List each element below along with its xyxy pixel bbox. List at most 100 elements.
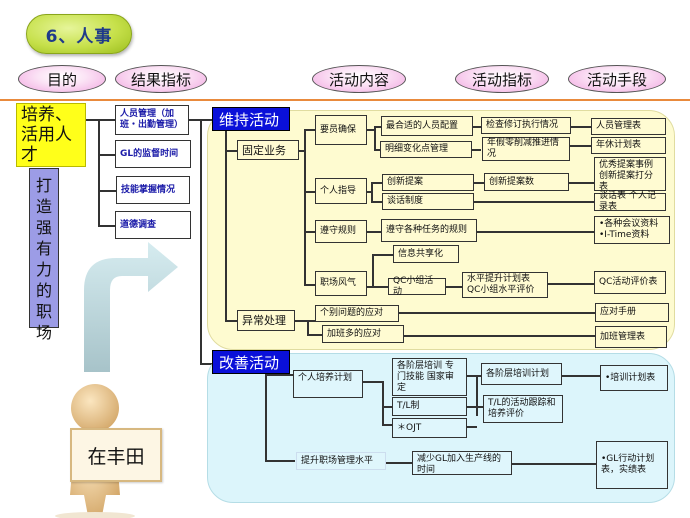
connector <box>477 231 594 233</box>
sign-board: 在丰田 <box>70 428 162 482</box>
staffing: 要员确保 <box>315 115 367 145</box>
personal-development-plan: 个人培养计划 <box>293 370 363 398</box>
connector <box>363 381 383 383</box>
follow-rules: 遵守规则 <box>315 220 367 243</box>
activity-means: 加班管理表 <box>595 326 667 348</box>
header-activity-indicators: 活动指标 <box>455 65 549 93</box>
purpose-main: 培养、活用人才 <box>16 103 86 167</box>
connector <box>367 231 381 233</box>
fixed-work: 固定业务 <box>237 140 299 160</box>
connector <box>372 286 388 288</box>
connector <box>307 334 322 336</box>
activity-content: ＊OJT <box>392 418 467 438</box>
activity-content: 加班多的应对 <box>322 325 404 343</box>
header-purpose: 目的 <box>18 65 106 93</box>
activity-means: •培训计划表 <box>600 365 668 391</box>
header-activity-means: 活动手段 <box>568 65 666 93</box>
connector <box>265 460 295 462</box>
connector <box>399 312 595 314</box>
activity-means: 人员管理表 <box>591 118 666 135</box>
connector <box>476 375 478 416</box>
activity-content: 遵守各种任务的规则 <box>381 219 477 242</box>
connector <box>367 191 372 193</box>
connector <box>474 201 594 203</box>
connector <box>200 363 212 365</box>
connector <box>473 126 481 128</box>
connector <box>386 462 412 464</box>
activity-indicator: 创新提案数 <box>484 173 569 191</box>
improve-label: 改善活动 <box>212 350 290 374</box>
activity-indicator: 检查修订执行情况 <box>481 117 571 134</box>
connector <box>371 182 382 184</box>
header-activity-content: 活动内容 <box>312 65 406 93</box>
connector <box>548 283 594 285</box>
connector <box>382 381 384 425</box>
means-line: •各种会议资料 <box>599 219 659 229</box>
connector <box>304 191 315 193</box>
header-result-indicators: 结果指标 <box>115 65 207 93</box>
connector <box>371 201 382 203</box>
connector <box>295 320 315 322</box>
activity-means: 谈话表 个人记录表 <box>594 191 666 212</box>
connector <box>225 320 237 322</box>
connector <box>467 406 484 408</box>
abnormal-handling: 异常处理 <box>237 310 295 331</box>
activity-content: 个别问题的应对 <box>315 305 399 322</box>
connector <box>382 424 392 426</box>
connector <box>307 320 309 335</box>
connector <box>304 284 315 286</box>
purpose-sub: 打造强有力的职场 <box>29 168 59 342</box>
activity-means: 优秀提案事例 创新提案打分表 <box>594 157 666 192</box>
activity-indicator: 水平提升计划表 QC小组水平评价 <box>462 272 548 298</box>
connector <box>476 375 481 377</box>
activity-content: 信息共享化 <box>393 245 459 263</box>
section-title: 6、人事 <box>26 14 132 54</box>
activity-means: QC活动评价表 <box>594 271 666 294</box>
result-indicator: 技能掌握情况 <box>116 176 190 204</box>
activity-means: 应对手册 <box>595 303 669 322</box>
activity-indicator: 各阶层培训计划 <box>481 363 562 385</box>
activity-content: T/L制 <box>392 397 467 416</box>
connector <box>571 126 591 128</box>
connector <box>372 254 374 287</box>
turn-arrow-icon <box>84 242 178 372</box>
connector <box>562 375 600 377</box>
connector <box>98 119 100 225</box>
activity-means: •各种会议资料 •I-Time资料 <box>594 216 670 244</box>
connector <box>472 149 481 151</box>
connector <box>98 119 115 121</box>
activity-content: 明细变化点管理 <box>380 141 472 158</box>
connector <box>374 126 376 150</box>
connector <box>371 182 373 202</box>
connector <box>467 375 477 377</box>
connector <box>569 182 594 184</box>
activity-content: 减少GL加入生产线的时间 <box>412 451 512 475</box>
connector <box>304 129 315 131</box>
connector <box>374 126 381 128</box>
connector <box>304 129 306 284</box>
activity-means: 年休计划表 <box>591 137 666 154</box>
workplace-culture: 职场风气 <box>315 271 367 296</box>
means-line: •I-Time资料 <box>599 230 650 240</box>
connector <box>367 286 373 288</box>
connector <box>570 145 591 147</box>
divider <box>0 99 690 101</box>
activity-content: 谈话制度 <box>382 193 474 210</box>
connector <box>304 231 315 233</box>
connector <box>265 374 295 376</box>
connector <box>225 150 237 152</box>
activity-content: 各阶层培训 专门技能 国家审定 <box>392 358 467 396</box>
connector <box>474 182 484 184</box>
connector <box>299 150 305 152</box>
result-indicator: 人员管理（加班・出勤管理） <box>115 105 189 135</box>
connector <box>98 154 115 156</box>
connector <box>265 374 267 461</box>
connector <box>86 119 99 121</box>
connector <box>512 463 596 465</box>
activity-indicator: T/L的活动跟踪和培养评价 <box>483 395 563 423</box>
connector <box>367 129 375 131</box>
connector <box>98 190 116 192</box>
connector <box>404 335 595 337</box>
connector <box>374 149 381 151</box>
activity-content: 创新提案 <box>382 174 474 191</box>
